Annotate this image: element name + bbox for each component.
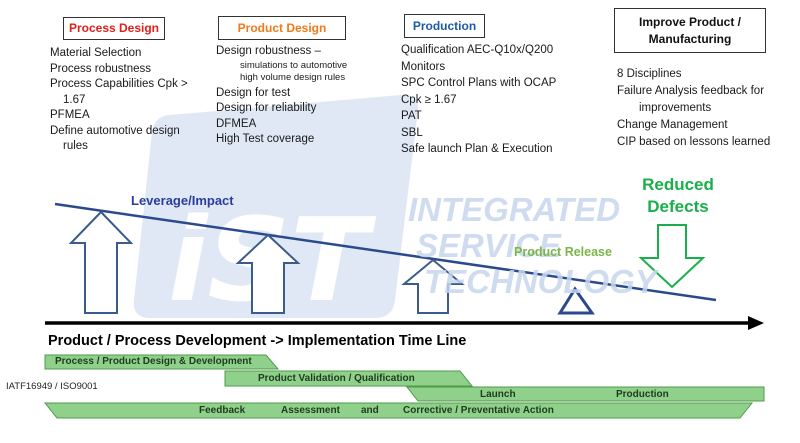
production-list: Qualification AEC-Q10x/Q200 Monitors SPC… (401, 42, 556, 158)
process-design-list: Material Selection Process robustness Pr… (50, 46, 188, 155)
reduced-defects-arrow (638, 224, 706, 289)
list-item: DFMEA (216, 117, 257, 130)
list-item: Monitors (401, 60, 446, 73)
band-label-feedback: Feedback Assessment and Corrective / Pre… (45, 404, 752, 417)
watermark-line-2: SERVICE (416, 227, 561, 264)
list-item: Cpk ≥ 1.67 (401, 93, 457, 106)
band-launch-production (405, 386, 765, 402)
list-item: PAT (401, 110, 422, 122)
band-validation (224, 370, 474, 387)
list-item: Change Management (617, 119, 728, 131)
header-improve: Improve Product / Manufacturing (614, 8, 766, 53)
band-text: Process / Product Design & Development (55, 356, 252, 367)
list-item: Design for test (216, 86, 291, 99)
improve-list: 8 Disciplines Failure Analysis feedback … (617, 66, 770, 151)
list-item: 8 Disciplines (617, 68, 682, 80)
list-item: Define automotive design (50, 124, 180, 137)
watermark-line-3: TECHNOLOGY (424, 263, 657, 300)
band-design-dev (44, 354, 280, 370)
band-text: Product Validation / Qualification (258, 373, 415, 384)
list-item: improvements (639, 102, 712, 114)
leverage-line (54, 202, 717, 302)
list-item: Qualification AEC-Q10x/Q200 (401, 44, 554, 56)
header-process-design: Process Design (63, 17, 165, 40)
reduced-line-2: Defects (647, 197, 709, 216)
list-item: SPC Control Plans with OCAP (401, 77, 557, 89)
band-text-corrective: Corrective / Preventative Action (403, 405, 554, 416)
band-text-launch: Launch (480, 389, 516, 400)
list-item: High Test coverage (216, 133, 315, 145)
list-item: SBL (401, 126, 423, 139)
band-label-validation: Product Validation / Qualification (225, 372, 472, 385)
list-item: simulations to automotive (240, 59, 348, 71)
list-item: CIP based on lessons learned (617, 136, 771, 148)
list-item: rules (63, 140, 88, 152)
list-item: high volume design rules (240, 71, 346, 83)
band-text-assessment: Assessment (281, 405, 340, 416)
up-arrow-small (401, 258, 465, 314)
watermark-line-1: INTEGRATED (408, 191, 621, 228)
up-arrow-large (68, 210, 134, 314)
band-feedback (43, 402, 754, 419)
watermark-text: INTEGRATED SERVICE TECHNOLOGY (408, 192, 657, 300)
list-item: 1.67 (63, 93, 86, 106)
leverage-label: Leverage/Impact (131, 193, 234, 208)
up-arrow-medium (235, 233, 301, 314)
list-item: Design robustness – (216, 45, 321, 57)
list-item: Safe launch Plan & Execution (401, 143, 553, 155)
list-item: Process robustness (50, 62, 151, 75)
band-text-feedback: Feedback (199, 405, 246, 416)
list-item: Material Selection (50, 47, 142, 59)
header-improve-line-1: Improve Product / (638, 15, 742, 29)
timeline-arrowhead (748, 316, 764, 330)
list-item: Failure Analysis feedback for (617, 85, 765, 97)
list-item: Process Capabilities Cpk > (50, 78, 188, 90)
certification-label: IATF16949 / ISO9001 (6, 381, 98, 392)
header-product-design: Product Design (218, 16, 346, 40)
reduced-line-1: Reduced (642, 175, 714, 194)
band-text-and: and (361, 405, 379, 416)
release-triangle (557, 286, 595, 315)
timeline-label: Product / Process Development -> Impleme… (48, 333, 467, 349)
band-label-design-dev: Process / Product Design & Development (45, 355, 278, 368)
product-release-label: Product Release (514, 245, 612, 259)
list-item: PFMEA (50, 109, 90, 121)
band-label-launch: Launch Production (407, 388, 764, 401)
header-production: Production (404, 14, 485, 38)
product-design-list: Design robustness – simulations to autom… (216, 44, 347, 148)
list-item: Design for reliability (216, 102, 317, 114)
band-text-production: Production (616, 389, 669, 400)
reduced-defects-label: Reduced Defects (636, 174, 720, 218)
header-improve-line-2: Manufacturing (648, 32, 732, 46)
